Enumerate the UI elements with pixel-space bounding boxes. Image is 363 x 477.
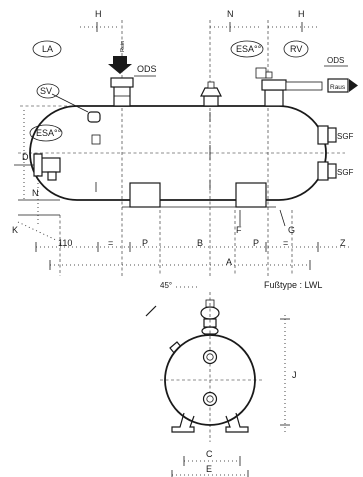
label-sgf-bottom: SGF (337, 168, 354, 177)
label-eq-1: = (108, 238, 113, 248)
left-side-fitting (14, 153, 61, 181)
inlet-arrow-icon (108, 56, 132, 74)
label-n-left: N (32, 188, 39, 198)
top-center-fitting (200, 81, 222, 107)
label-z: Z (340, 238, 346, 248)
sight-glass-upper (317, 125, 337, 145)
inlet-fitting (110, 77, 134, 107)
label-angle: 45° (160, 281, 172, 290)
label-c: C (206, 449, 213, 459)
foot-right (235, 182, 267, 208)
angle-indicator-line (145, 305, 157, 317)
label-esa-left: ESA°° (36, 128, 62, 138)
label-esa-top: ESA°° (236, 44, 262, 54)
label-ods-left: ODS (137, 64, 157, 74)
label-la: LA (42, 44, 53, 54)
label-n-top: N (227, 9, 234, 19)
label-j: J (292, 370, 297, 380)
label-d: D (22, 152, 29, 162)
relief-valve-fitting (255, 67, 323, 107)
label-p-1: P (142, 238, 148, 248)
label-raus: Raus (330, 84, 346, 91)
label-110: 110 (58, 238, 72, 248)
labels: H N H LA Rein ODS ESA°° RV ODS Raus SV E… (12, 9, 354, 474)
label-k: K (12, 225, 18, 235)
label-foot-type: Fußtype : LWL (264, 280, 322, 290)
label-e: E (206, 464, 212, 474)
sight-glass-lower (317, 161, 337, 181)
label-g: G (288, 225, 295, 235)
outlet-box (327, 78, 349, 93)
label-b: B (197, 238, 203, 248)
label-f: F (236, 225, 242, 235)
end-view (160, 292, 290, 477)
end-foot-left (171, 412, 195, 433)
label-sv: SV (40, 86, 52, 96)
sight-valve-small (87, 111, 101, 123)
label-a: A (226, 257, 232, 267)
dimension-row-2 (49, 260, 311, 270)
outlet-arrow-icon (349, 79, 358, 92)
label-ods-right: ODS (327, 56, 344, 65)
label-sgf-top: SGF (337, 132, 354, 141)
dimension-row-1 (35, 242, 350, 252)
label-h-right: H (298, 9, 305, 19)
label-rv: RV (290, 44, 302, 54)
label-eq-2: = (283, 238, 288, 248)
label-rein: Rein (120, 41, 126, 52)
foot-left (129, 182, 161, 208)
side-view (14, 20, 358, 276)
label-h-left: H (95, 9, 102, 19)
label-outlines (29, 40, 309, 142)
label-p-2: P (253, 238, 259, 248)
end-foot-right (225, 412, 249, 433)
